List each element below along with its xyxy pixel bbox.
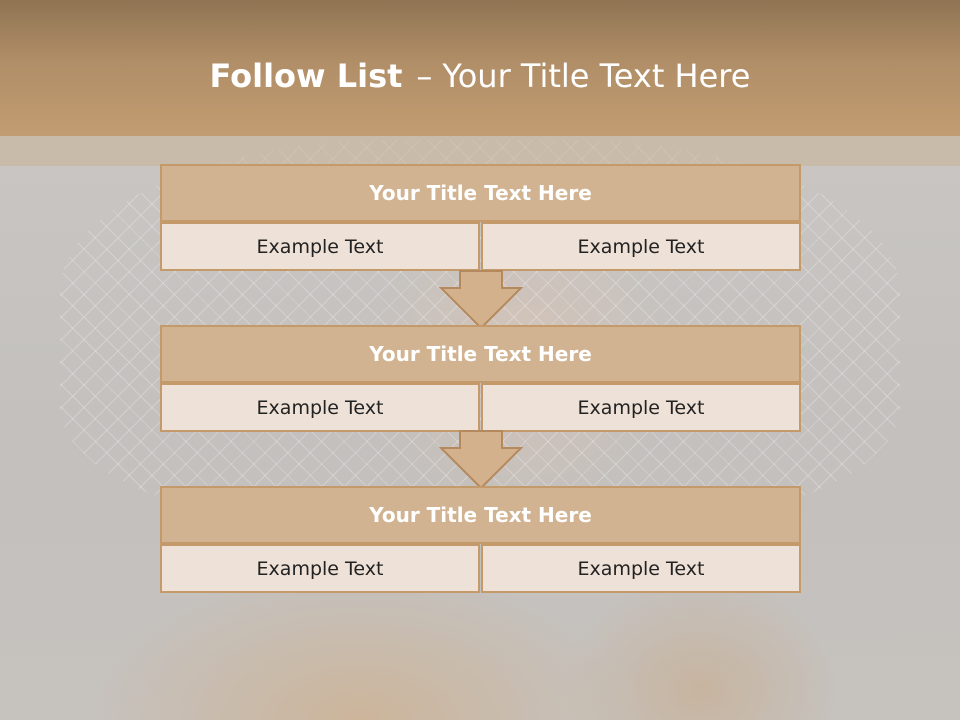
- list-block-3: Your Title Text Here Example Text Exampl…: [160, 486, 801, 594]
- block-left-cell: Example Text: [160, 544, 480, 593]
- block-title: Your Title Text Here: [160, 325, 801, 383]
- slide-title: Follow List–Your Title Text Here: [0, 54, 960, 98]
- title-separator: –: [416, 57, 433, 95]
- title-strong: Follow List: [209, 57, 403, 95]
- block-right-cell: Example Text: [481, 544, 801, 593]
- title-rest: Your Title Text Here: [442, 57, 751, 95]
- block-left-cell: Example Text: [160, 383, 480, 432]
- block-title: Your Title Text Here: [160, 486, 801, 544]
- down-arrow-icon: [439, 430, 523, 490]
- list-block-1: Your Title Text Here Example Text Exampl…: [160, 164, 801, 272]
- banner-underlay: [0, 136, 960, 166]
- block-right-cell: Example Text: [481, 383, 801, 432]
- down-arrow-icon: [439, 270, 523, 330]
- title-banner: [0, 0, 960, 136]
- list-block-2: Your Title Text Here Example Text Exampl…: [160, 325, 801, 433]
- block-left-cell: Example Text: [160, 222, 480, 271]
- block-right-cell: Example Text: [481, 222, 801, 271]
- block-title: Your Title Text Here: [160, 164, 801, 222]
